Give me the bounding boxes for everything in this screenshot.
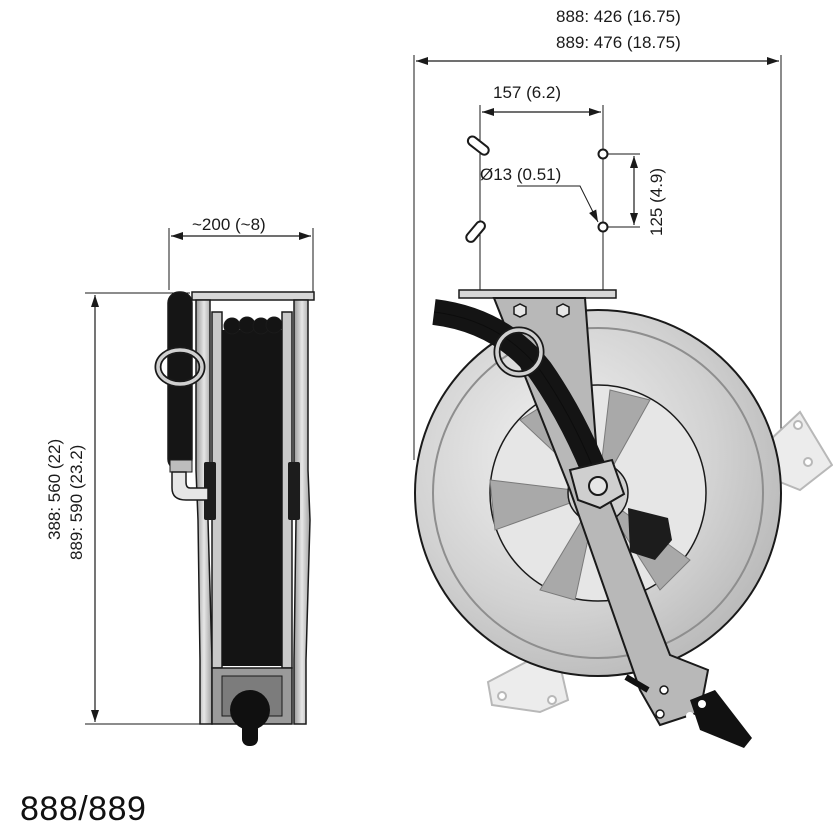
arm-foot-hole-1 (659, 685, 669, 695)
side-hose-elbow (171, 471, 209, 501)
crank-knob-2 (686, 712, 694, 720)
side-crank-knob (230, 690, 270, 730)
depth-label: ~200 (~8) (192, 215, 266, 234)
side-hub-right (288, 462, 300, 520)
mounting-hole-icon (597, 148, 609, 233)
side-view: 388: 560 (22) 889: 590 (23.2) ~200 (~8) (45, 215, 315, 746)
side-hose-guide-collar (169, 459, 193, 473)
model-number: 888/889 (20, 790, 147, 828)
spring-housing-edge (624, 674, 650, 693)
side-hub-left (204, 462, 216, 520)
side-hose-coil-top (223, 316, 283, 335)
width-889-label: 889: 476 (18.75) (556, 33, 681, 52)
front-view: 888: 426 (16.75) 889: 476 (18.75) 157 (6… (413, 7, 833, 748)
slot-hole-icon (465, 135, 490, 243)
front-hose-ring (493, 326, 545, 378)
hole-spacing-h-label: 157 (6.2) (493, 83, 561, 102)
side-crank-stem (242, 722, 258, 746)
drum-rim (432, 327, 764, 659)
side-hose-coil (222, 330, 282, 666)
hose-ring-icon (154, 346, 206, 388)
crank-handle (690, 690, 752, 748)
width-888-label: 888: 426 (16.75) (556, 7, 681, 26)
height-888-label: 388: 560 (22) (45, 439, 64, 540)
hole-diameter-leader (517, 185, 599, 223)
crank-knob-1 (698, 700, 706, 708)
side-mounting-plate (191, 291, 315, 301)
height-889-label: 889: 590 (23.2) (67, 445, 86, 560)
arm-foot-hole-2 (655, 709, 665, 719)
hose-guide-pin (588, 476, 608, 496)
front-hose (432, 299, 613, 490)
hole-diameter-label: Ø13 (0.51) (480, 165, 561, 184)
spring-motor-housing (628, 508, 672, 560)
front-mounting-plate (458, 289, 617, 299)
hole-spacing-v-label: 125 (4.9) (647, 168, 666, 236)
hex-bolt-icon (513, 303, 570, 318)
front-hose-outline (433, 311, 601, 486)
